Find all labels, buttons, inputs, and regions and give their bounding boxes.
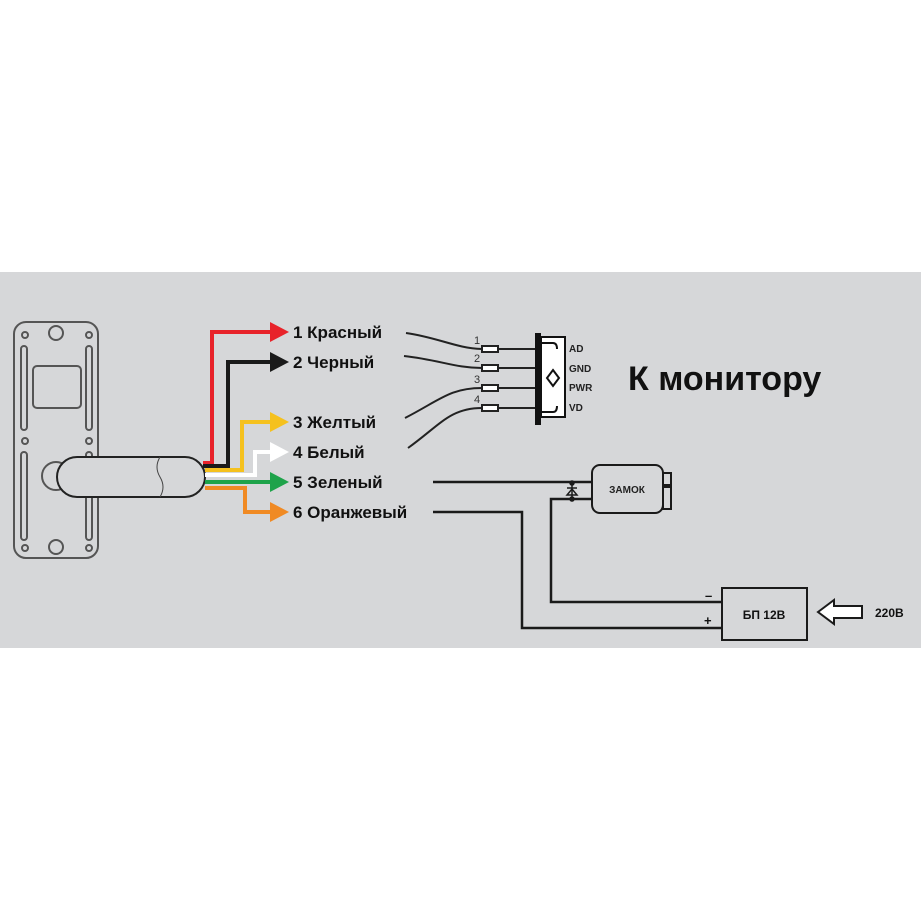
- monitor-wires: [403, 332, 540, 449]
- wire-arrowheads: [270, 322, 289, 522]
- wire-yellow: [205, 420, 275, 472]
- wire-label-4: 4 Белый: [293, 443, 365, 462]
- pin-label-gnd: GND: [569, 364, 591, 375]
- power-supply-box: [721, 587, 808, 641]
- monitor-connector: [535, 333, 566, 425]
- power-supply-label: БП 12В: [743, 608, 786, 622]
- pin-label-vd: VD: [569, 403, 583, 414]
- input-arrow-icon: [816, 598, 863, 626]
- wire-label-2: 2 Черный: [293, 353, 374, 372]
- pin-label-ad: AD: [569, 344, 583, 355]
- wire-label-1: 1 Красный: [293, 323, 382, 342]
- monitor-title: К монитору: [628, 360, 821, 398]
- wire-label-5: 5 Зеленый: [293, 473, 383, 492]
- call-panel-device: [13, 321, 206, 559]
- wire-orange: [205, 486, 275, 514]
- pin-number-2: 2: [474, 353, 480, 365]
- wire-label-3: 3 Желтый: [293, 413, 376, 432]
- lock-label: ЗАМОК: [609, 485, 646, 496]
- diode-icon: [565, 480, 579, 502]
- arrow-yellow-icon: [270, 412, 289, 432]
- lock-device: [591, 464, 672, 514]
- pin-number-4: 4: [474, 394, 480, 406]
- pin-label-pwr: PWR: [569, 383, 593, 394]
- wire-white: [205, 450, 275, 477]
- pin-number-3: 3: [474, 374, 480, 386]
- input-voltage-label: 220В: [875, 606, 904, 620]
- pin-number-1: 1: [474, 335, 480, 347]
- plus-terminal-label: +: [704, 613, 712, 628]
- colored-wires: [203, 330, 275, 514]
- arrow-black-icon: [270, 352, 289, 372]
- minus-terminal-label: –: [705, 588, 712, 603]
- wire-label-6: 6 Оранжевый: [293, 503, 407, 522]
- wire-red: [203, 330, 275, 465]
- arrow-orange-icon: [270, 502, 289, 522]
- wire-black: [203, 360, 275, 468]
- arrow-red-icon: [270, 322, 289, 342]
- arrow-white-icon: [270, 442, 289, 462]
- arrow-green-icon: [270, 472, 289, 492]
